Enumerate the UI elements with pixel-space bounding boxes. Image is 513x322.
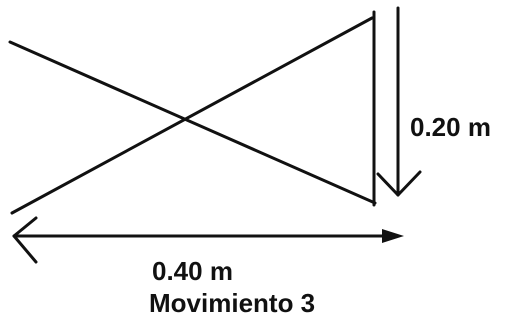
descending-line — [8, 40, 377, 205]
horizontal-distance-arrow — [12, 216, 404, 264]
ascending-line — [10, 16, 374, 215]
vertical-distance-arrow — [376, 6, 422, 197]
horizontal-distance-label: 0.40 m — [152, 256, 233, 286]
vertical-distance-label: 0.20 m — [410, 112, 491, 142]
diagram-caption: Movimiento 3 — [149, 288, 315, 318]
